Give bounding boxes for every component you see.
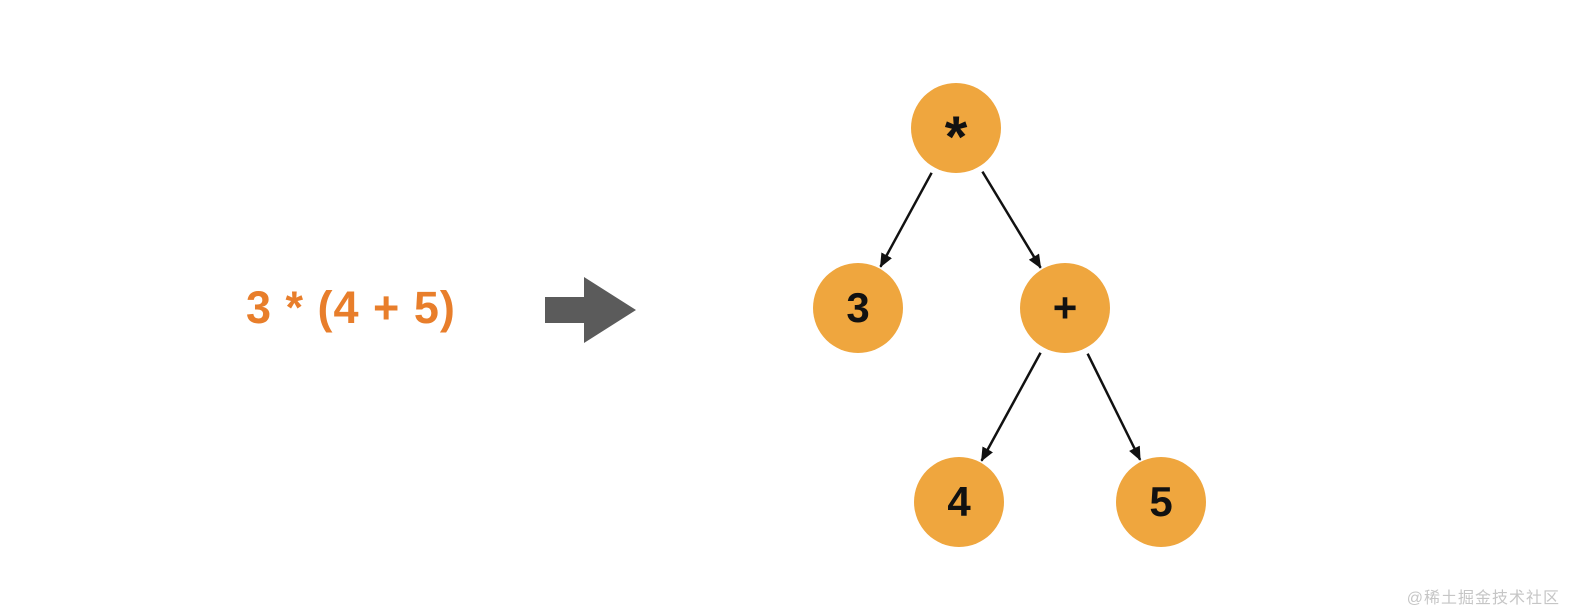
right-arrow-icon — [545, 277, 636, 343]
right-arrow-shape — [545, 277, 636, 343]
tree-edge-mul-plus — [981, 170, 1042, 269]
tree-node-three: 3 — [813, 263, 903, 353]
tree-node-label-mul: * — [944, 104, 968, 170]
tree-node-four: 4 — [914, 457, 1004, 547]
tree-node-label-five: 5 — [1149, 478, 1173, 525]
expression-text: 3 * (4 + 5) — [246, 282, 456, 333]
tree-node-label-plus: + — [1052, 284, 1078, 331]
tree-edge-mul-three — [879, 172, 933, 268]
tree-node-mul: * — [911, 83, 1001, 173]
tree-node-label-three: 3 — [846, 284, 870, 331]
watermark: @稀土掘金技术社区 — [1406, 590, 1560, 607]
tree-edge-plus-five — [1086, 353, 1142, 461]
tree-edge-plus-four — [980, 352, 1042, 462]
tree-node-plus: + — [1020, 263, 1110, 353]
tree-node-five: 5 — [1116, 457, 1206, 547]
tree-node-label-four: 4 — [947, 478, 971, 525]
